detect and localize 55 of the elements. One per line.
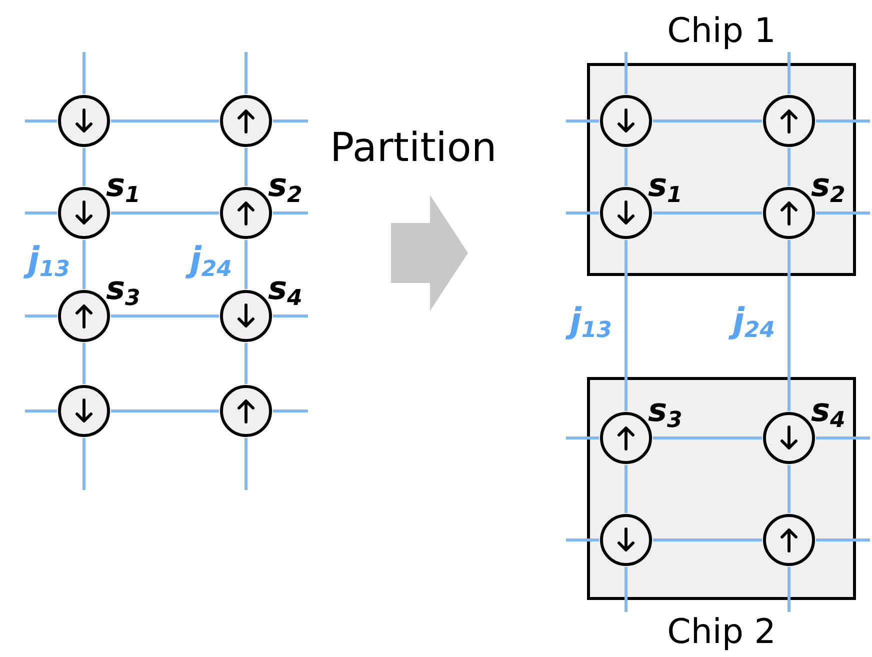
coupling-line xyxy=(788,567,790,612)
coupling-line xyxy=(25,120,57,122)
spin-label: s$_{4}$ xyxy=(268,272,302,304)
coupling-line xyxy=(788,148,790,186)
coupling-line xyxy=(653,436,762,440)
coupling-line xyxy=(25,410,57,412)
spin-label: s$_{2}$ xyxy=(268,169,302,201)
coupling-line xyxy=(273,410,308,412)
coupling-line xyxy=(624,465,628,513)
coupling-line xyxy=(624,148,628,186)
chip-heading: Chip 2 xyxy=(666,615,777,649)
coupling-line xyxy=(111,212,219,214)
coupling-line xyxy=(273,212,308,214)
coupling-line xyxy=(111,410,219,412)
coupling-line xyxy=(566,120,599,122)
spin-label: s$_{3}$ xyxy=(106,272,140,304)
coupling-line xyxy=(82,148,86,186)
coupling-line xyxy=(82,438,86,490)
coupling-line xyxy=(788,465,790,513)
coupling-line xyxy=(624,240,628,411)
coupling-line xyxy=(653,538,762,542)
coupling-line xyxy=(244,148,248,186)
spin-label: s$_{1}$ xyxy=(648,169,682,201)
coupling-line xyxy=(82,240,86,289)
coupling-line xyxy=(273,314,308,318)
coupling-line xyxy=(25,212,57,214)
coupling-line xyxy=(244,343,248,384)
coupling-line xyxy=(111,120,219,122)
coupling-line xyxy=(624,567,628,612)
coupling-line xyxy=(566,436,599,440)
coupling-line xyxy=(273,120,308,122)
chip-heading: Chip 1 xyxy=(666,14,777,48)
coupling-line xyxy=(653,120,762,122)
spin-label: s$_{2}$ xyxy=(811,169,846,201)
coupling-line xyxy=(653,212,762,214)
coupling-line xyxy=(244,240,248,289)
coupling-line xyxy=(788,240,790,411)
coupling-line xyxy=(788,52,790,94)
coupling-line xyxy=(816,538,870,542)
coupling-line xyxy=(624,52,628,94)
spin-label: s$_{3}$ xyxy=(648,394,682,426)
coupling-line xyxy=(25,314,57,318)
coupling-line xyxy=(82,343,86,384)
coupling-line xyxy=(816,436,870,440)
coupling-line xyxy=(816,120,870,122)
coupling-line xyxy=(82,52,86,94)
caption-text: Partition xyxy=(330,128,497,168)
spin-label: s$_{1}$ xyxy=(106,169,140,201)
coupling-line xyxy=(244,438,248,490)
coupling-line xyxy=(816,212,870,214)
coupling-line xyxy=(566,538,599,542)
coupling-line xyxy=(244,52,248,94)
spin-label: s$_{4}$ xyxy=(811,394,846,426)
coupling-line xyxy=(566,212,599,214)
coupling-line xyxy=(111,314,219,318)
